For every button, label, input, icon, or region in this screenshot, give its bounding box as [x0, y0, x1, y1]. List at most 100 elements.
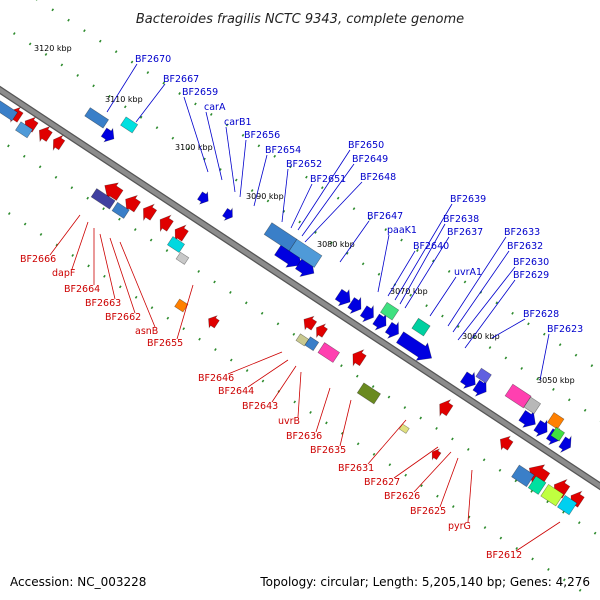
bottom-gene-label: BF2664 [64, 284, 100, 295]
bottom-label-leader [413, 451, 452, 493]
tick-mark [441, 314, 444, 318]
gene-arrow-shape [159, 214, 174, 233]
tick-mark [276, 322, 280, 326]
feature-box [0, 99, 18, 122]
bottom-label-leader [315, 387, 331, 433]
gene-arrow-shape [533, 419, 548, 437]
gene-arrow-shape [174, 224, 189, 243]
tick-mark [245, 369, 249, 372]
forward-gene-arrow [395, 331, 433, 361]
top-label-leader [297, 149, 351, 231]
tick-mark [225, 123, 229, 127]
tick-mark [133, 228, 137, 232]
bottom-gene-label: BF2646 [198, 373, 234, 384]
gene-arrow-shape [38, 126, 53, 143]
tick-mark [229, 290, 232, 294]
top-gene-label: BF2623 [547, 324, 583, 335]
tick-mark [416, 249, 419, 252]
top-gene-label: BF2652 [286, 159, 322, 170]
gene-arrow-shape [100, 127, 115, 143]
backbone-line [0, 87, 600, 489]
gene-arrow-shape [125, 194, 141, 213]
feature-box [557, 494, 578, 516]
bottom-gene-label: BF2662 [105, 312, 141, 323]
scale-label: 3090 kbp [246, 192, 284, 201]
tick-mark [150, 306, 154, 310]
reverse-gene-arrow [439, 399, 454, 417]
top-label-leader [339, 220, 370, 263]
tick-mark [482, 458, 486, 462]
tick-mark [298, 220, 302, 224]
top-gene-label: BF2650 [348, 140, 384, 151]
feature-box [540, 483, 564, 507]
gene-arrow-shape [431, 448, 442, 461]
tick-mark [67, 18, 70, 22]
tick-mark [336, 196, 340, 200]
tick-mark [593, 531, 597, 535]
bottom-gene-label: uvrB [278, 416, 300, 427]
feature-box-shape [557, 494, 578, 516]
top-label-leader [253, 154, 268, 207]
top-label-leader [447, 236, 507, 327]
bottom-label-leader [339, 399, 352, 447]
feature-box [550, 426, 566, 442]
feature-box-shape [84, 107, 109, 129]
bottom-label-leader [227, 351, 283, 375]
tick-mark [305, 175, 308, 179]
gene-arrow-shape [143, 203, 158, 222]
genome-summary-text: Topology: circular; Length: 5,205,140 bp… [259, 575, 590, 589]
tick-mark [530, 489, 534, 493]
tick-mark [435, 427, 438, 430]
tick-mark [355, 374, 359, 378]
top-gene-label: BF2629 [513, 270, 549, 281]
tick-mark [403, 406, 407, 409]
tick-mark [51, 8, 55, 12]
tick-mark [578, 588, 582, 592]
feature-box-shape [527, 475, 547, 495]
forward-gene-arrow [222, 207, 233, 221]
tick-mark [546, 500, 549, 504]
tick-mark [536, 377, 539, 381]
tick-mark [340, 364, 343, 368]
bottom-label-leader [247, 359, 289, 388]
feature-box [356, 382, 381, 405]
tick-mark [552, 387, 555, 391]
reverse-gene-arrow [316, 323, 328, 339]
bottom-gene-label: BF2627 [364, 477, 400, 488]
bottom-label-leader [467, 469, 473, 523]
tick-mark [44, 53, 48, 56]
top-gene-label: BF2647 [367, 211, 403, 222]
tick-mark [463, 280, 467, 284]
tick-mark [387, 395, 391, 399]
forward-gene-arrow [347, 296, 362, 315]
tick-mark [515, 547, 519, 550]
bottom-gene-label: BF2666 [20, 254, 56, 265]
feature-box-shape [523, 396, 542, 415]
tick-mark [260, 311, 264, 315]
forward-gene-arrow [533, 419, 548, 437]
tick-mark [12, 32, 16, 35]
tick-mark [130, 60, 134, 64]
tick-mark [28, 42, 32, 46]
gene-arrow-shape [499, 435, 514, 451]
tick-mark [425, 304, 428, 308]
reverse-gene-arrow [52, 134, 66, 152]
forward-gene-arrow [558, 435, 572, 454]
tick-mark [583, 408, 587, 412]
tick-mark [178, 92, 181, 95]
feature-box-shape [90, 188, 116, 210]
tick-mark [400, 238, 403, 242]
reverse-gene-arrow [303, 315, 318, 331]
top-gene-label: uvrA1 [454, 267, 482, 278]
feature-box-shape [380, 301, 400, 321]
tick-mark [244, 301, 248, 305]
feature-box [546, 412, 565, 430]
gene-features [0, 99, 585, 516]
top-gene-label: BF2630 [513, 257, 549, 268]
bottom-label-leader [176, 284, 194, 340]
feature-box [511, 464, 535, 488]
top-label-leader [429, 276, 457, 317]
gene-arrow-shape [316, 323, 328, 339]
tick-mark [139, 115, 143, 119]
tick-mark [314, 230, 317, 234]
